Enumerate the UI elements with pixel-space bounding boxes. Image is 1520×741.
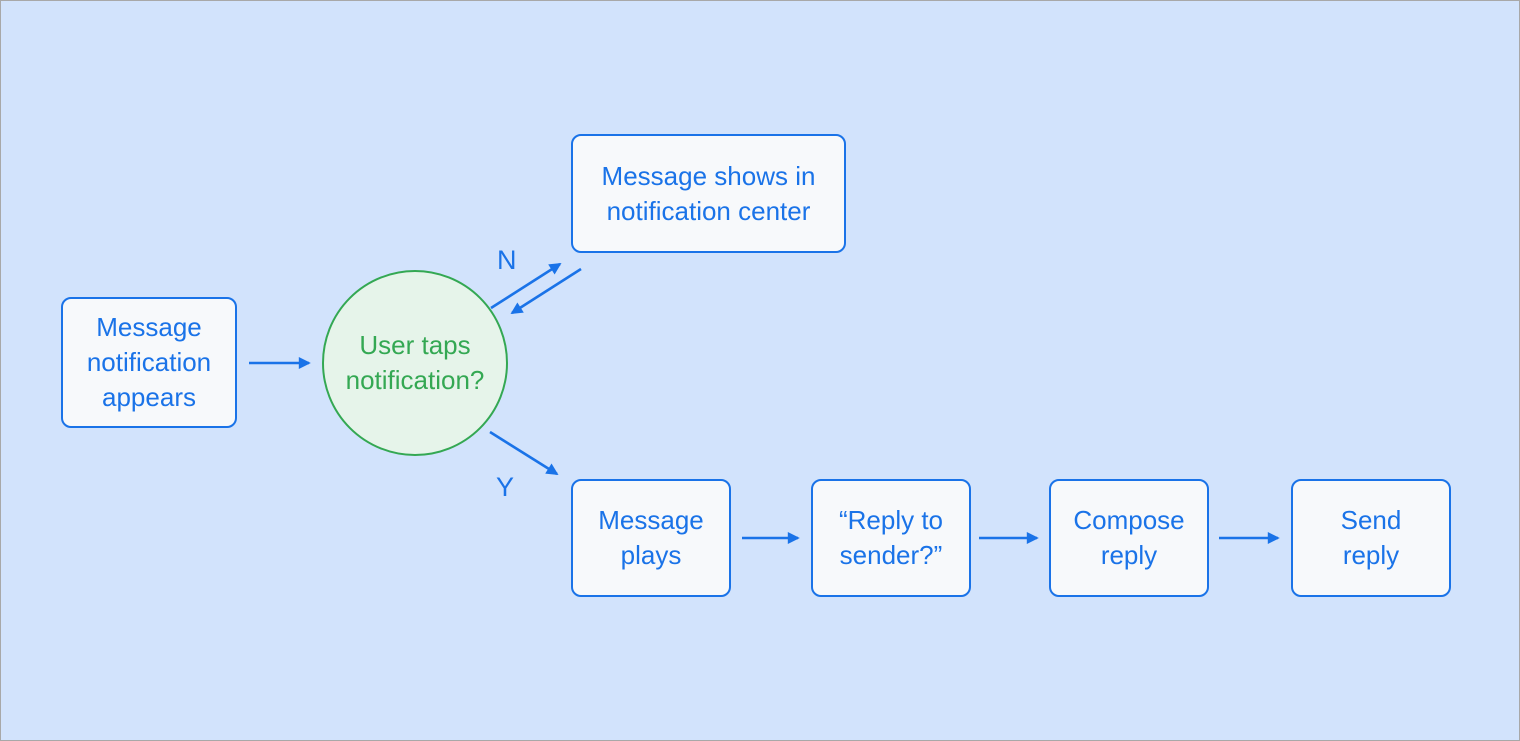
node-compose-reply: Compose reply bbox=[1049, 479, 1209, 597]
edge-label-no: N bbox=[497, 245, 517, 275]
node-send-reply: Send reply bbox=[1291, 479, 1451, 597]
node-message-shows-in-notification-center: Message shows in notification center bbox=[571, 134, 846, 253]
node-message-notification-appears: Message notification appears bbox=[61, 297, 237, 428]
edge-label-yes: Y bbox=[496, 472, 515, 502]
node-message-plays: Message plays bbox=[571, 479, 731, 597]
node-user-taps-notification-decision: User taps notification? bbox=[322, 270, 508, 456]
edge-decision-to-message-plays bbox=[489, 430, 559, 476]
node-reply-to-sender: “Reply to sender?” bbox=[811, 479, 971, 597]
edge-notification-center-to-decision bbox=[510, 267, 582, 315]
